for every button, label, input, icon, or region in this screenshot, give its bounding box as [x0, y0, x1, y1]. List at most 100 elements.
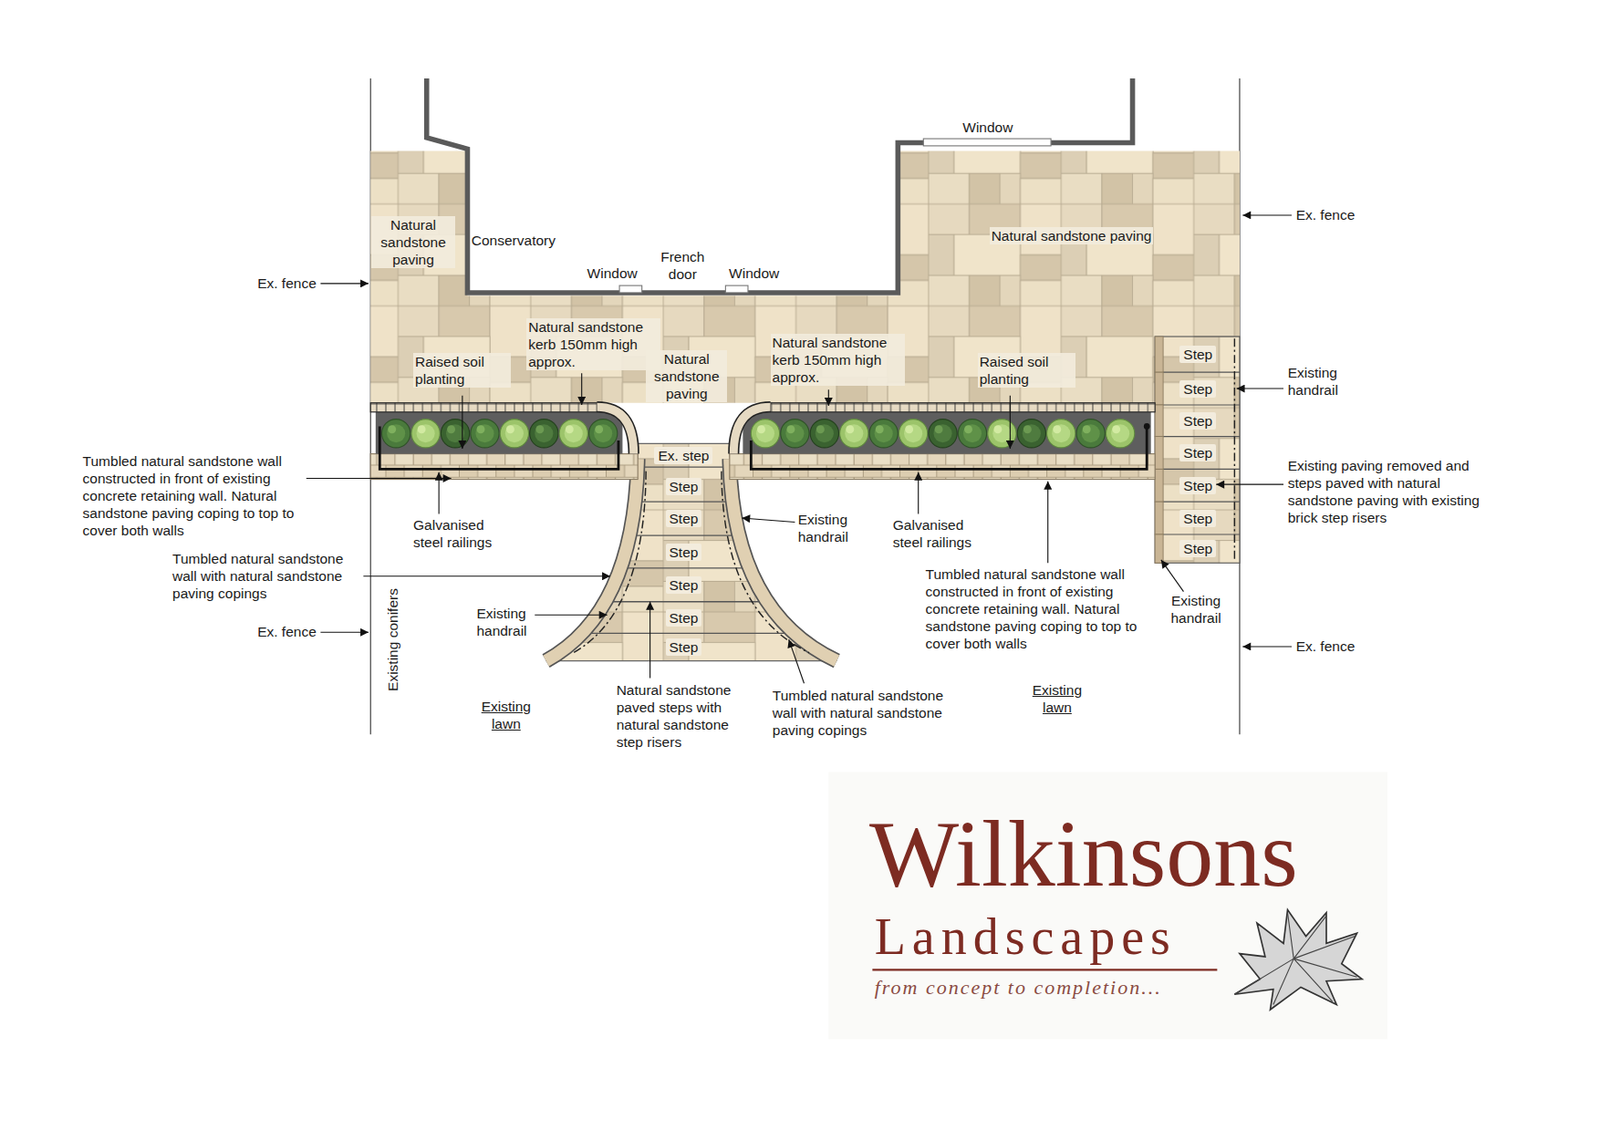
plan-use [780, 419, 810, 448]
company-logo [828, 772, 1388, 1040]
plan-rect [370, 403, 597, 413]
plan-path [546, 458, 639, 661]
leader-lines [306, 215, 1292, 684]
plan-line [320, 282, 369, 284]
step-tread: Step [644, 602, 723, 634]
plan-rect [1154, 468, 1164, 502]
plan-g [530, 467, 848, 634]
plan-line [1154, 468, 1240, 470]
lawn-label: Existing lawn [1025, 681, 1089, 717]
plan-line [306, 477, 452, 479]
handrail-label: Existing handrail [798, 510, 870, 546]
plan-rect [1154, 372, 1164, 406]
plan-line [789, 639, 805, 684]
plan-rect [1154, 336, 1240, 563]
fence-label: Ex. fence [257, 623, 317, 641]
plan-line [741, 518, 795, 522]
conifers-label: Existing conifers [384, 588, 402, 692]
plan-line [461, 395, 463, 449]
plan-circle [1143, 423, 1151, 430]
node-text: Step [1179, 380, 1216, 398]
plan-rect [1154, 336, 1164, 373]
plan-path [546, 458, 639, 661]
step-tread: Step [1163, 469, 1232, 503]
node-text: Step [665, 638, 703, 656]
logo-tagline: from concept to completion... [874, 977, 1163, 998]
step-tread: Step [1163, 436, 1232, 470]
plan-line [1215, 484, 1284, 486]
side-steps [1154, 336, 1240, 563]
plan-line [872, 968, 1217, 971]
plan-rect [828, 772, 1388, 1040]
logo-name: Landscapes [874, 911, 1177, 963]
plan-rect [370, 454, 638, 480]
plan-path [750, 425, 1147, 469]
plan-line [649, 602, 651, 679]
paving-label: Natural sandstone paving [989, 227, 1154, 245]
node-text: Ex. step [654, 446, 713, 465]
plan-g [1154, 372, 1240, 535]
plan-use [1017, 419, 1046, 448]
plan-line [1154, 404, 1240, 406]
window-symbol [619, 285, 643, 293]
step-tread: Step [1163, 534, 1232, 563]
plan-path [379, 425, 619, 469]
step-tread: Step [1163, 336, 1232, 373]
plan-line [530, 601, 848, 603]
plan-use [928, 419, 957, 448]
paving-note: Existing paving removed and steps paved … [1288, 457, 1503, 527]
railing-label: Galvanised steel railings [413, 516, 516, 551]
step-tread: Step [1163, 501, 1232, 535]
railing-label: Galvanised steel railings [893, 516, 996, 551]
plan-use [810, 419, 839, 448]
right-planter [729, 403, 1155, 480]
plan-line [1009, 395, 1011, 449]
kerb-note: Natural sandstone kerb 150mm high approx… [526, 318, 661, 371]
paving-label: Natural sandstone paving [371, 216, 455, 269]
step-tread: Step [644, 501, 723, 536]
window-label: Window [962, 118, 1013, 136]
sandstone-paving [370, 150, 1240, 403]
step-tread: Step [644, 633, 723, 662]
plan-use [1047, 419, 1076, 448]
conservatory-wall [426, 78, 1133, 293]
plan-line [1236, 387, 1284, 389]
wall-note: Tumbled natural sandstone wall construct… [925, 565, 1146, 653]
plan-line [1161, 560, 1185, 593]
plan-rect [1154, 534, 1164, 563]
door-label: French door [655, 248, 709, 283]
plan-rect [1154, 436, 1164, 470]
handrail-label: Existing handrail [1157, 592, 1235, 627]
plan-line [1047, 481, 1049, 563]
plan-path [1234, 913, 1357, 1006]
node-text: Step [1179, 412, 1216, 430]
plan-line [828, 389, 830, 406]
plan-rect [1154, 501, 1164, 535]
window-label: Window [587, 264, 638, 282]
handrail-label: Existing handrail [1288, 363, 1370, 399]
plan-path [573, 471, 646, 654]
step-tread: Step [1163, 372, 1232, 406]
plan-rect [375, 412, 624, 455]
plan-line [530, 567, 848, 569]
node-text: Step [1179, 540, 1216, 558]
node-text: Step [665, 543, 703, 562]
node-text: Step [665, 477, 703, 496]
plan-rect [742, 412, 1151, 455]
plan-use [470, 419, 499, 448]
paving-label: Natural sandstone paving [645, 350, 728, 403]
plan-line [1154, 436, 1240, 437]
plan-use [898, 419, 927, 448]
plan-use [987, 419, 1017, 448]
plan-line [320, 632, 369, 634]
planting-label: Raised soil planting [413, 353, 511, 388]
lawn-label: Existing lawn [474, 697, 538, 733]
kerb-note: Natural sandstone kerb 150mm high approx… [770, 333, 905, 386]
plan-use [411, 419, 440, 448]
window-label: Window [728, 264, 780, 282]
node-text: Step [665, 576, 703, 594]
node-text: Step [1179, 477, 1216, 495]
plan-use [1076, 419, 1105, 448]
